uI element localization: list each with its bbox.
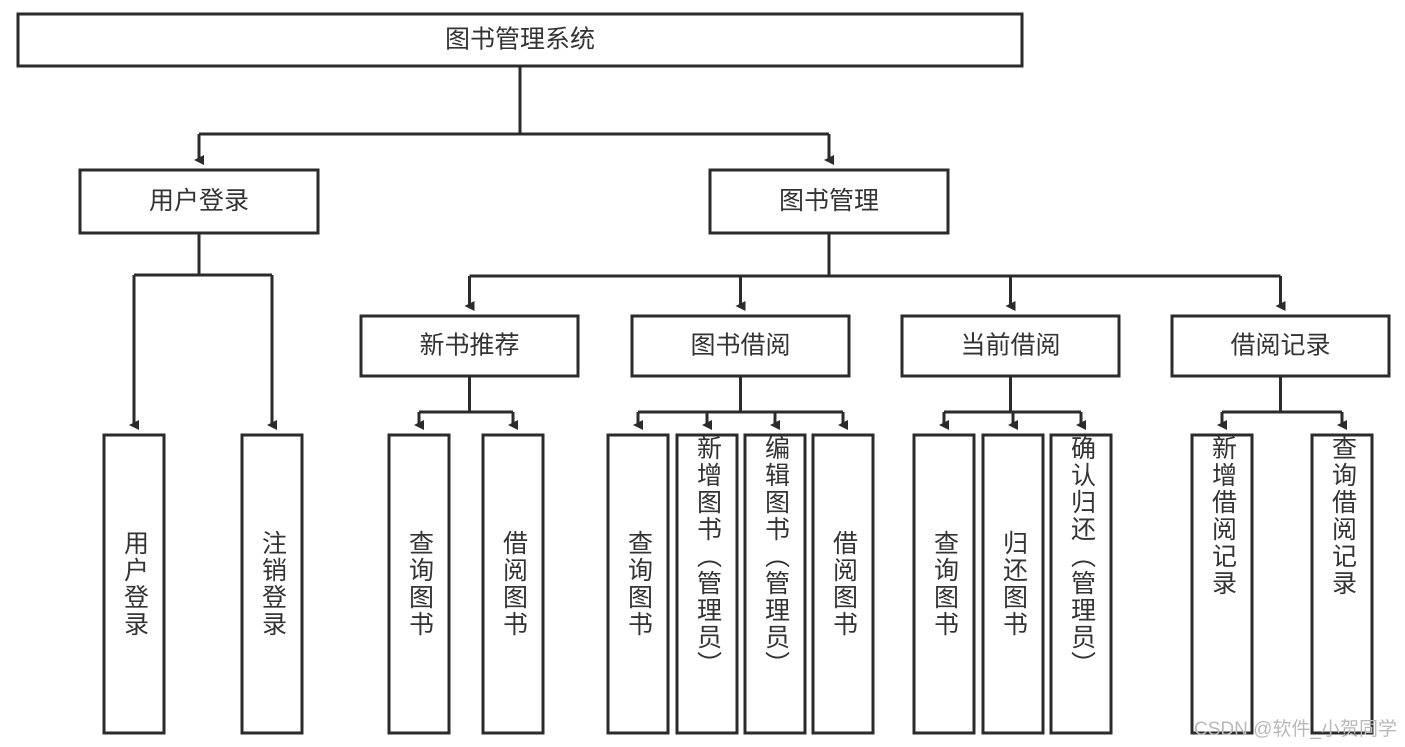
node-level3-3[interactable] — [1170, 314, 1391, 378]
csdn-watermark: CSDN @软件_小贺同学 — [1194, 719, 1397, 740]
node-leaf-9[interactable] — [981, 433, 1045, 735]
node-level3-label-0: 新书推荐 — [419, 332, 519, 360]
node-leaf-10[interactable] — [1049, 433, 1113, 735]
node-leaf-2[interactable] — [387, 433, 451, 735]
node-level3-1[interactable] — [630, 314, 851, 378]
node-level2-1[interactable] — [708, 168, 950, 235]
node-leaf-6[interactable] — [743, 433, 807, 735]
node-level2-label-0: 用户登录 — [149, 187, 249, 215]
node-level2-0[interactable] — [78, 168, 320, 235]
node-level3-label-1: 图书借阅 — [690, 332, 790, 360]
node-level3-0[interactable] — [359, 314, 580, 378]
node-level3-2[interactable] — [900, 314, 1121, 378]
node-leaf-12[interactable] — [1310, 433, 1374, 735]
node-leaf-0[interactable] — [102, 433, 166, 735]
connector-layer — [129, 66, 1347, 430]
node-leaf-7[interactable] — [811, 433, 875, 735]
node-root[interactable] — [16, 12, 1024, 68]
node-leaf-5[interactable] — [675, 433, 739, 735]
node-level3-label-2: 当前借阅 — [960, 332, 1060, 360]
node-level2-label-1: 图书管理 — [779, 187, 879, 215]
node-root-label: 图书管理系统 — [445, 26, 595, 54]
node-leaf-3[interactable] — [481, 433, 545, 735]
node-leaf-1[interactable] — [240, 433, 304, 735]
node-leaf-4[interactable] — [606, 433, 670, 735]
node-leaf-8[interactable] — [912, 433, 976, 735]
node-level3-label-3: 借阅记录 — [1230, 332, 1330, 360]
node-leaf-11[interactable] — [1190, 433, 1254, 735]
